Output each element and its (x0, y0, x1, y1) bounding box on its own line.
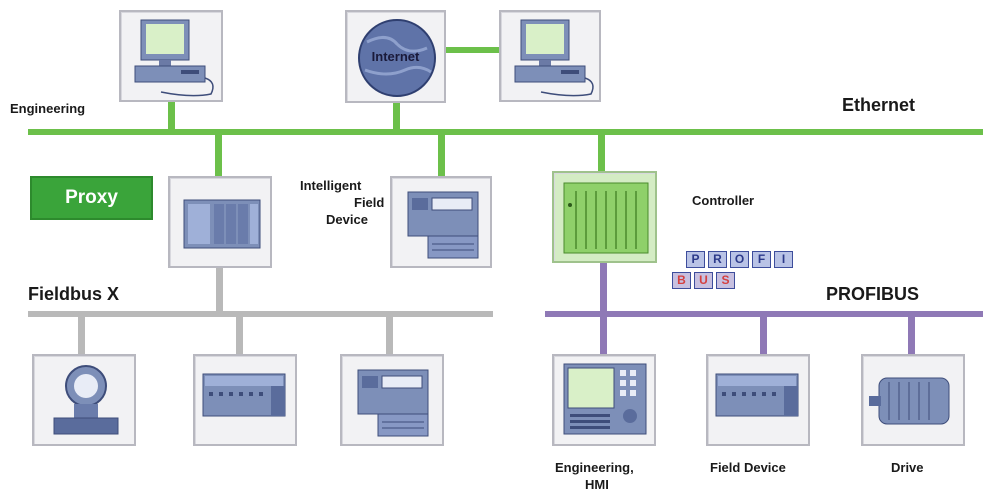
profibus-drop-controller (600, 262, 607, 312)
profibus-field-device[interactable] (706, 354, 810, 446)
logo-letter: R (708, 251, 727, 268)
fieldbus-transmitter[interactable] (32, 354, 136, 446)
drive-device[interactable] (861, 354, 965, 446)
controller-rack-icon (563, 182, 649, 254)
proxy-device[interactable] (168, 176, 272, 268)
engineering-label: Engineering (10, 101, 86, 116)
internet-node[interactable]: Internet (345, 10, 446, 103)
logo-letter: O (730, 251, 749, 268)
ifd-label-line3: Device (326, 212, 368, 227)
ethernet-bus (28, 129, 983, 135)
ethernet-drop-ifd (438, 134, 445, 177)
internet-label: Internet (371, 49, 420, 64)
fieldbus-drop-2 (236, 316, 243, 354)
motor-icon (869, 377, 950, 425)
hmi-panel-icon (563, 363, 647, 435)
logo-letter: S (716, 272, 735, 289)
engineering-hmi-label-line1: Engineering, (555, 460, 634, 475)
field-device-label: Field Device (710, 460, 786, 475)
ifd-label-line1: Intelligent (300, 178, 362, 193)
fieldbus-drop-proxy (216, 268, 223, 312)
ethernet-label: Ethernet (842, 95, 916, 115)
computer-icon (514, 19, 594, 97)
intelligent-field-device[interactable] (390, 176, 492, 268)
logo-letter: U (694, 272, 713, 289)
ifd-label-line2: Field (354, 195, 385, 210)
engineering-hmi-device[interactable] (552, 354, 656, 446)
profibus-drop-field-device (760, 316, 767, 354)
plc-rack-icon (183, 199, 261, 249)
fieldbus-x-label: Fieldbus X (28, 284, 120, 304)
profibus-drop-drive (908, 316, 915, 354)
engineering-hmi-label-line2: HMI (585, 477, 609, 492)
fieldbus-io-module[interactable] (193, 354, 297, 446)
ethernet-drop-engineering (168, 101, 175, 130)
logo-letter: F (752, 251, 771, 268)
ethernet-drop-controller (598, 134, 605, 172)
drive-label: Drive (891, 460, 924, 475)
internet-pc[interactable] (499, 10, 601, 102)
profibus-label: PROFIBUS (826, 284, 920, 304)
fieldbus-drop-1 (78, 316, 85, 354)
field-device-icon (357, 369, 429, 437)
computer-icon (134, 19, 214, 97)
profibus-logo-row2: BUSS (672, 271, 801, 289)
io-module-icon (715, 373, 799, 417)
logo-letter: B (672, 272, 691, 289)
fieldbus-x-bus (28, 311, 493, 317)
internet-pc-link (446, 47, 500, 53)
proxy-box[interactable]: Proxy (30, 176, 153, 220)
controller-device[interactable] (552, 171, 657, 263)
io-module-icon (202, 373, 286, 417)
ethernet-drop-internet (393, 103, 400, 130)
transmitter-icon (53, 365, 119, 435)
engineering-pc[interactable] (119, 10, 223, 102)
globe-icon (358, 19, 436, 97)
profibus-logo: PROFI BUSS (672, 250, 801, 289)
profibus-bus (545, 311, 983, 317)
controller-label: Controller (692, 193, 755, 208)
ethernet-drop-proxy (215, 134, 222, 177)
logo-letter: I (774, 251, 793, 268)
field-device-icon (407, 191, 479, 259)
fieldbus-drop-3 (386, 316, 393, 354)
profibus-drop-hmi (600, 316, 607, 354)
logo-letter: P (686, 251, 705, 268)
fieldbus-intelligent-device[interactable] (340, 354, 444, 446)
